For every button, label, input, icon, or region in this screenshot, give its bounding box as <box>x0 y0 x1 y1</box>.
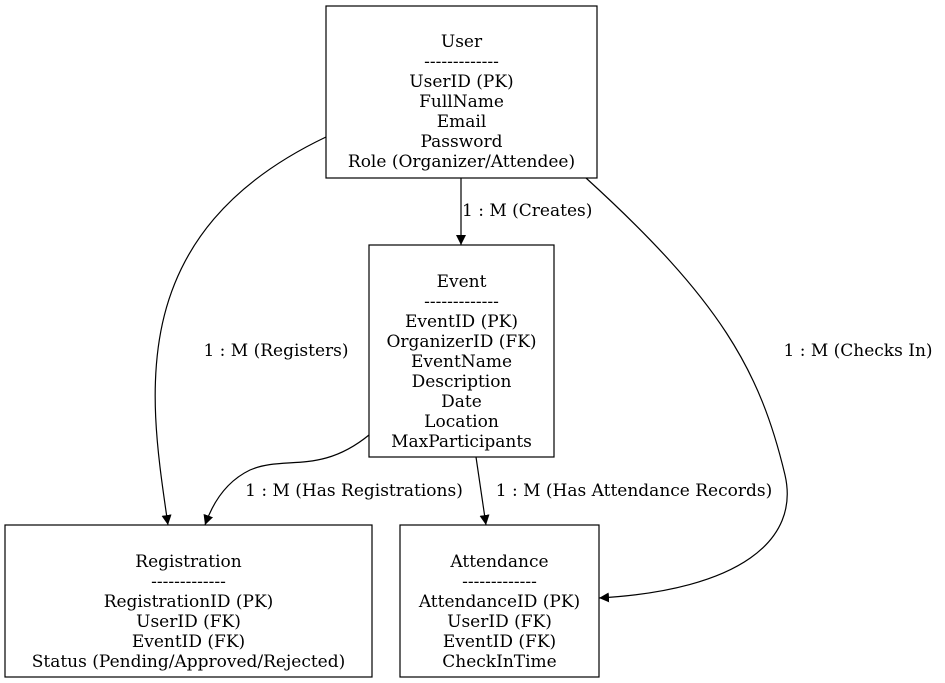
label-checks-in: 1 : M (Checks In) <box>783 341 932 361</box>
entity-user-separator: ------------- <box>424 52 499 72</box>
entity-event-field: Location <box>424 412 499 432</box>
entity-event-field: EventID (PK) <box>405 312 518 332</box>
entity-event-field: MaxParticipants <box>391 432 532 452</box>
entity-attendance-field: CheckInTime <box>442 652 556 672</box>
entity-attendance-field: EventID (FK) <box>443 632 556 652</box>
entity-registration-field: UserID (FK) <box>136 612 241 632</box>
edge-event-has-attendance <box>475 456 490 526</box>
relationship-edges <box>154 136 788 603</box>
entity-attendance-field: AttendanceID (PK) <box>418 592 580 612</box>
entity-event-box <box>368 244 555 458</box>
entity-user-field: Email <box>437 112 487 132</box>
entity-user[interactable]: User ------------- UserID (PK) FullName … <box>325 5 598 179</box>
label-creates: 1 : M (Creates) <box>462 201 592 221</box>
entity-registration-box <box>4 524 373 678</box>
edge-user-checks-in-attendance <box>585 177 788 603</box>
relationship-labels: 1 : M (Creates) 1 : M (Registers) 1 : M … <box>203 201 932 501</box>
entity-registration-field: RegistrationID (PK) <box>104 592 274 612</box>
entity-registration-field: Status (Pending/Approved/Rejected) <box>32 652 346 672</box>
entity-user-box <box>325 5 598 179</box>
entity-user-field: Role (Organizer/Attendee) <box>348 152 575 172</box>
entity-attendance-title: Attendance <box>449 552 548 572</box>
entity-attendance-box <box>399 524 600 678</box>
entity-registration-field: EventID (FK) <box>132 632 245 652</box>
entity-user-field: FullName <box>419 92 504 112</box>
entity-event-separator: ------------- <box>424 292 499 312</box>
entity-registration-title: Registration <box>135 552 242 572</box>
entity-attendance-field: UserID (FK) <box>447 612 552 632</box>
entity-registration[interactable]: Registration ------------- RegistrationI… <box>4 524 373 678</box>
entity-attendance-separator: ------------- <box>462 572 537 592</box>
entity-user-field: UserID (PK) <box>409 72 513 92</box>
entity-user-title: User <box>441 32 483 52</box>
entity-event-field: Description <box>412 372 512 392</box>
edge-event-has-registrations <box>203 434 370 526</box>
label-has-registrations: 1 : M (Has Registrations) <box>245 481 463 501</box>
label-registers: 1 : M (Registers) <box>203 341 348 361</box>
entity-event-field: Date <box>441 392 482 412</box>
label-has-attendance: 1 : M (Has Attendance Records) <box>496 481 772 501</box>
entity-event-field: OrganizerID (FK) <box>386 332 536 352</box>
entity-user-field: Password <box>420 132 502 152</box>
entity-event-field: EventName <box>411 352 512 372</box>
entity-attendance[interactable]: Attendance ------------- AttendanceID (P… <box>399 524 600 678</box>
entity-event[interactable]: Event ------------- EventID (PK) Organiz… <box>368 244 555 458</box>
entity-event-title: Event <box>437 272 487 292</box>
entity-registration-separator: ------------- <box>151 572 226 592</box>
edge-user-registers-registration <box>154 136 327 526</box>
